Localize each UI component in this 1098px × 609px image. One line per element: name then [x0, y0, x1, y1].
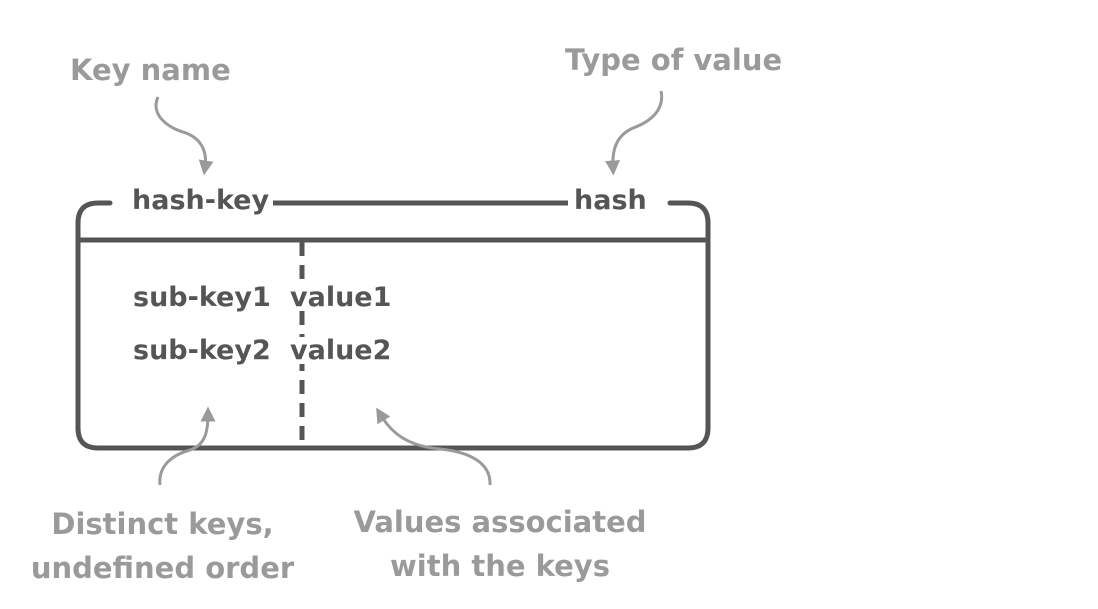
distinct-keys-line2: undefined order: [30, 551, 295, 585]
hash-key-label: hash-key: [128, 187, 274, 214]
type-of-value-annotation: Type of value: [565, 43, 783, 77]
values-associated-line2: with the keys: [390, 549, 610, 583]
values-associated-arrow: [376, 407, 492, 486]
entry-2-subkey: sub-key2: [133, 335, 271, 366]
box-outline: [75, 200, 711, 451]
key-name-annotation: Key name: [70, 53, 231, 87]
distinct-keys-line1: Distinct keys,: [51, 507, 274, 541]
values-associated-line1: Values associated: [353, 505, 647, 539]
entry-1-value: value1: [288, 282, 394, 313]
hash-type-label: hash: [568, 187, 653, 214]
distinct-keys-annotation: Distinct keys, undefined order: [30, 502, 295, 590]
values-associated-annotation: Values associated with the keys: [350, 500, 650, 588]
distinct-keys-arrow: [158, 406, 216, 486]
key-name-arrow: [154, 96, 214, 176]
entry-2-value: value2: [288, 335, 394, 366]
entry-1-subkey: sub-key1: [133, 282, 271, 313]
type-of-value-arrow: [605, 90, 664, 176]
